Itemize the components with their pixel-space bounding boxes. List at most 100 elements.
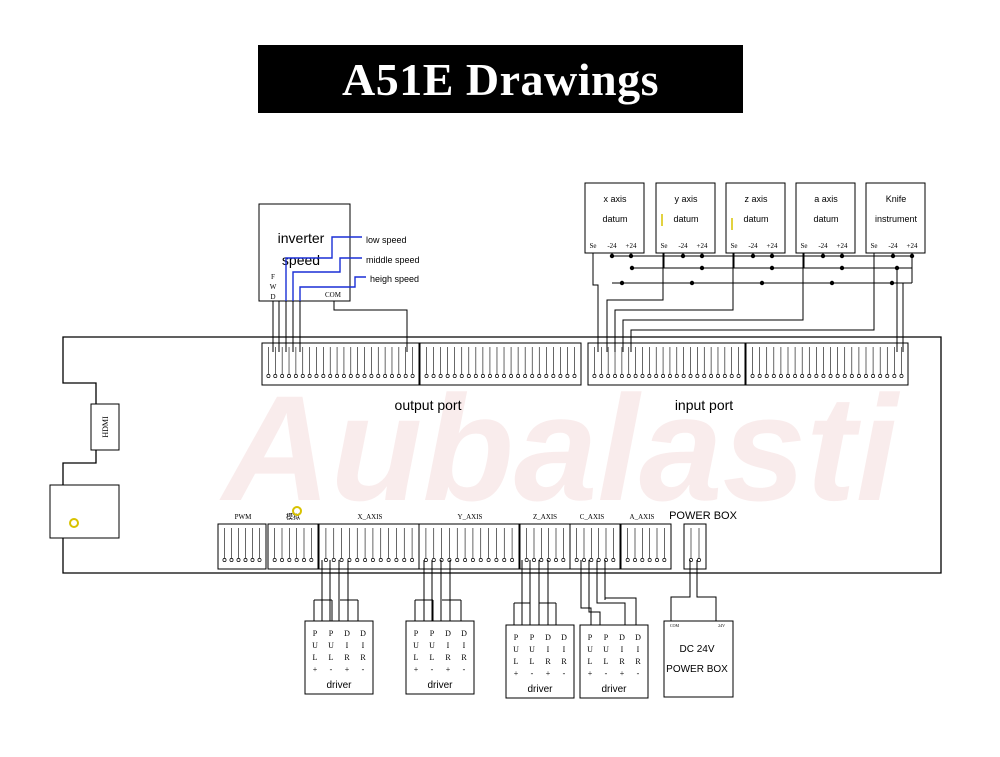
datum-box bbox=[655, 182, 716, 254]
terminal-screw bbox=[899, 374, 904, 378]
driver-pin-label: U bbox=[513, 645, 519, 654]
bottom-group-label: PWM bbox=[235, 513, 253, 521]
driver-pin-label: I bbox=[362, 641, 365, 650]
analog-strip bbox=[267, 523, 319, 570]
datum-pin-label: +24 bbox=[767, 242, 778, 250]
driver-pin-label: U bbox=[587, 645, 593, 654]
power-wire bbox=[670, 560, 691, 621]
inverter-pin-w: W bbox=[270, 283, 277, 291]
terminal-screw bbox=[688, 374, 693, 378]
terminal-screw bbox=[722, 374, 727, 378]
driver-pin-label: + bbox=[514, 669, 519, 678]
terminal-screw bbox=[647, 374, 652, 378]
driver-pin-label: + bbox=[313, 665, 318, 674]
terminal-screw bbox=[592, 374, 597, 378]
bottom-group-label: Z_AXIS bbox=[533, 513, 557, 521]
terminal-screw bbox=[370, 558, 375, 562]
datum-pin-label: +24 bbox=[626, 242, 637, 250]
inverter-com-label: COM bbox=[325, 291, 342, 299]
datum-box bbox=[865, 182, 926, 254]
terminal-screw bbox=[764, 374, 769, 378]
speed-label-high: heigh speed bbox=[370, 274, 419, 284]
title-banner: A51E Drawings bbox=[258, 45, 743, 113]
terminal-screw bbox=[599, 374, 604, 378]
driver-pin-label: + bbox=[414, 665, 419, 674]
c-axis-strip bbox=[569, 523, 621, 570]
terminal-screw bbox=[750, 374, 755, 378]
bottom-group-label: Y_AXIS bbox=[458, 513, 483, 521]
terminal-screw bbox=[378, 558, 383, 562]
terminal-screw bbox=[674, 374, 679, 378]
driver-pin-label: I bbox=[547, 645, 550, 654]
driver-pin-label: P bbox=[430, 629, 435, 638]
terminal-screw bbox=[864, 374, 868, 378]
terminal-screw bbox=[287, 558, 292, 562]
driver-pin-label: - bbox=[431, 665, 434, 674]
driver-pin-label: L bbox=[530, 657, 535, 666]
terminal-screw bbox=[574, 558, 579, 562]
terminal-screw bbox=[362, 374, 367, 378]
terminal-screw bbox=[800, 374, 805, 378]
terminal-screw bbox=[431, 558, 436, 562]
bottom-group-label: 模拟 bbox=[286, 512, 300, 521]
driver-pin-label: I bbox=[463, 641, 466, 650]
terminal-screw bbox=[654, 374, 659, 378]
datum-box-subtitle: datum bbox=[743, 214, 768, 224]
terminal-screw bbox=[410, 374, 415, 378]
driver-pin-label: U bbox=[312, 641, 318, 650]
terminal-screw bbox=[589, 558, 594, 562]
driver-pin-label: - bbox=[330, 665, 333, 674]
driver-pin-label: L bbox=[329, 653, 334, 662]
inverter-line1: inverter bbox=[278, 230, 325, 246]
driver-pin-label: I bbox=[637, 645, 640, 654]
driver-pin-label: L bbox=[313, 653, 318, 662]
terminal-screw bbox=[383, 374, 388, 378]
driver-pin-label: U bbox=[328, 641, 334, 650]
datum-pin-label: Se bbox=[731, 242, 738, 250]
terminal-screw bbox=[257, 558, 262, 562]
terminal-screw bbox=[633, 558, 637, 562]
terminal-screw bbox=[729, 374, 734, 378]
terminal-screw bbox=[626, 374, 631, 378]
driver-pin-label: U bbox=[603, 645, 609, 654]
datum-box-subtitle: datum bbox=[673, 214, 698, 224]
driver-pin-label: R bbox=[461, 653, 467, 662]
datum-pin-label: -24 bbox=[748, 242, 758, 250]
terminal-screw bbox=[348, 374, 353, 378]
driver-pin-label: I bbox=[447, 641, 450, 650]
datum-pin-label: -24 bbox=[678, 242, 688, 250]
driver-wire bbox=[604, 597, 637, 625]
terminal-screw bbox=[287, 374, 291, 378]
terminal-screw bbox=[807, 374, 812, 378]
module-marker-icon bbox=[292, 506, 302, 516]
terminal-screw bbox=[266, 374, 271, 378]
terminal-screw bbox=[307, 374, 312, 378]
terminal-screw bbox=[495, 374, 499, 378]
terminal-screw bbox=[386, 558, 391, 562]
terminal-screw bbox=[243, 558, 248, 562]
driver-label: driver bbox=[427, 680, 453, 691]
driver-pin-label: I bbox=[621, 645, 624, 654]
inverter-line2: speed bbox=[282, 252, 320, 268]
speed-label-low: low speed bbox=[366, 235, 407, 245]
terminal-screw bbox=[681, 374, 686, 378]
datum-box-title: x axis bbox=[603, 194, 627, 204]
power-box-line1: DC 24V bbox=[679, 644, 714, 655]
junction-dot bbox=[699, 265, 705, 271]
terminal-screw bbox=[510, 558, 515, 562]
terminal-screw bbox=[606, 374, 611, 378]
terminal-screw bbox=[402, 558, 407, 562]
driver-pin-label: - bbox=[362, 665, 365, 674]
datum-box-title: y axis bbox=[674, 194, 698, 204]
terminal-screw bbox=[494, 558, 499, 562]
datum-box-title: z axis bbox=[744, 194, 768, 204]
terminal-screw bbox=[736, 374, 741, 378]
datum-pin-label: -24 bbox=[607, 242, 617, 250]
terminal-screw bbox=[280, 374, 285, 378]
driver-box-1 bbox=[304, 620, 374, 695]
terminal-screw bbox=[341, 374, 346, 378]
terminal-screw bbox=[856, 374, 861, 378]
terminal-screw bbox=[328, 374, 333, 378]
datum-box-subtitle: datum bbox=[602, 214, 627, 224]
terminal-screw bbox=[300, 374, 305, 378]
